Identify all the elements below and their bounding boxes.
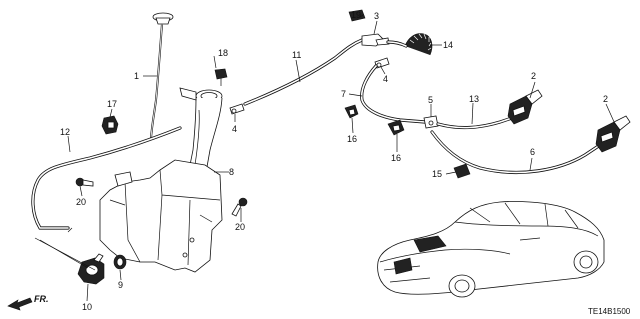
callout-numbers: 1 2 2 3 4 4 5 6 7 8 9 10 11 12 13 14 15 … <box>60 10 608 312</box>
joint-5 <box>423 115 439 129</box>
callout-7: 7 <box>341 89 346 99</box>
front-direction-arrow: FR. <box>7 294 49 311</box>
callout-2-upper: 2 <box>531 71 536 81</box>
callout-20-right: 20 <box>235 222 245 232</box>
pump-grommet <box>113 254 127 270</box>
headlight-washer-nozzle-upper <box>507 89 543 125</box>
callout-17: 17 <box>107 99 117 109</box>
washer-pump <box>77 253 105 285</box>
clip-16-right <box>387 119 405 136</box>
washer-reservoir-tank <box>99 159 223 273</box>
washer-hose-6 <box>430 130 602 174</box>
leader-pump-hose <box>34 227 96 271</box>
callout-16-right: 16 <box>391 153 401 163</box>
callout-19: 19 <box>351 10 361 20</box>
leader-lines <box>67 14 616 302</box>
clip-18 <box>214 68 228 86</box>
callout-2-lower: 2 <box>603 94 608 104</box>
clip-15 <box>453 163 471 179</box>
callout-10: 10 <box>82 302 92 312</box>
washer-hose-13 <box>436 116 514 130</box>
bolt-20-left <box>75 177 94 187</box>
clip-16-left <box>344 104 359 119</box>
diagram-code: TE14B1500 <box>588 307 631 316</box>
callout-9: 9 <box>118 280 123 290</box>
callout-3: 3 <box>374 11 379 21</box>
washer-hose-12 <box>31 126 182 230</box>
callout-14: 14 <box>443 40 453 50</box>
callout-5: 5 <box>428 95 433 105</box>
callout-18: 18 <box>218 48 228 58</box>
filler-neck <box>179 87 223 179</box>
washer-hose-11 <box>243 38 364 106</box>
headlight-washer-nozzle-lower <box>595 115 631 153</box>
callout-8: 8 <box>229 167 234 177</box>
callout-4-left: 4 <box>232 124 237 134</box>
callout-13: 13 <box>469 94 479 104</box>
washer-level-dipstick <box>150 12 174 139</box>
callout-20-left: 20 <box>76 197 86 207</box>
corrugated-hose-14 <box>404 33 433 56</box>
clip-19 <box>348 9 366 22</box>
front-label: FR. <box>34 294 49 304</box>
bolt-20-right <box>231 197 248 217</box>
callout-12: 12 <box>60 127 70 137</box>
vehicle-illustration <box>377 201 605 298</box>
callout-4-right: 4 <box>383 74 388 84</box>
guide-line <box>39 239 89 269</box>
joint-3 <box>361 33 390 47</box>
joint-4-left <box>229 103 245 115</box>
callout-6: 6 <box>530 147 535 157</box>
callout-16-left: 16 <box>347 134 357 144</box>
callout-11: 11 <box>292 50 301 60</box>
callout-15: 15 <box>432 169 442 179</box>
washer-hose-7 <box>360 64 427 124</box>
callout-1: 1 <box>134 71 139 81</box>
clip-17 <box>101 115 119 135</box>
